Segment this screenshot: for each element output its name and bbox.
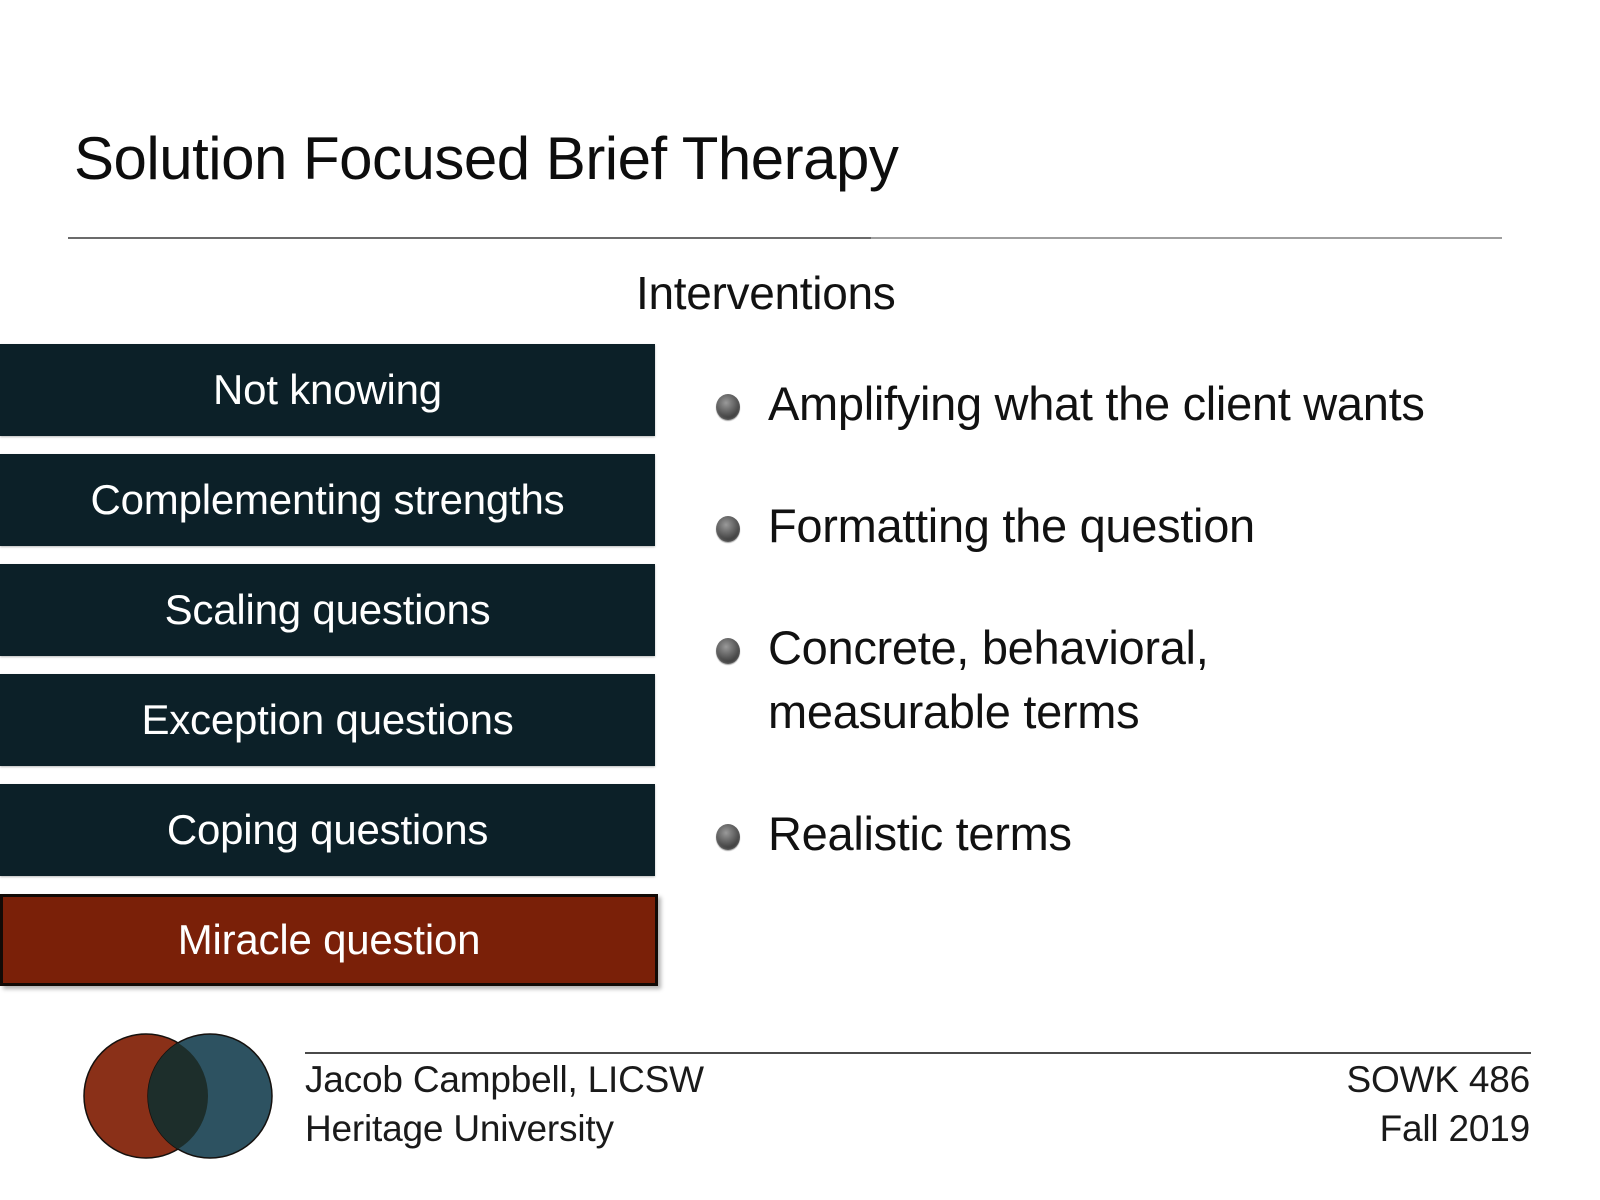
- bar-item-scaling-questions[interactable]: Scaling questions: [0, 564, 655, 656]
- footer-course: SOWK 486: [1346, 1059, 1531, 1100]
- bar-label: Scaling questions: [164, 586, 491, 633]
- section-heading: Interventions: [636, 267, 896, 319]
- bar-label: Miracle question: [177, 916, 481, 963]
- footer-term: Fall 2019: [1379, 1108, 1531, 1150]
- list-item-text: Formatting the question: [768, 498, 1255, 552]
- bar-item-exception-questions[interactable]: Exception questions: [0, 674, 655, 766]
- list-item: Formatting the question: [716, 494, 1506, 558]
- footer-presenter-block: Jacob Campbell, LICSW Heritage Universit…: [305, 1055, 704, 1153]
- footer-presenter: Jacob Campbell, LICSW: [305, 1059, 704, 1100]
- bar-label: Not knowing: [213, 366, 442, 413]
- list-item: Amplifying what the client wants: [716, 372, 1506, 436]
- list-item: Realistic terms: [716, 802, 1506, 866]
- list-item-text: Amplifying what the client wants: [768, 377, 1425, 430]
- page-title: Solution Focused Brief Therapy: [74, 125, 899, 192]
- list-item-text: Realistic terms: [768, 806, 1072, 860]
- sphere-bullet-icon: [716, 394, 740, 420]
- bar-label: Coping questions: [166, 806, 489, 853]
- intervention-bar-stack: Not knowing Complementing strengths Scal…: [0, 344, 660, 1004]
- bar-item-coping-questions[interactable]: Coping questions: [0, 784, 655, 876]
- bar-item-not-knowing[interactable]: Not knowing: [0, 344, 655, 436]
- footer-course-block: SOWK 486 Fall 2019: [1346, 1055, 1531, 1153]
- sphere-bullet-icon: [716, 515, 740, 542]
- sphere-bullet-icon: [716, 637, 740, 664]
- sphere-bullet-icon: [716, 823, 740, 850]
- footer-institution: Heritage University: [305, 1108, 614, 1150]
- list-item-text: Concrete, behavioral, measurable terms: [768, 620, 1209, 738]
- title-divider: [68, 237, 1502, 239]
- footer-divider: [305, 1052, 1531, 1054]
- intervention-bullet-list: Amplifying what the client wants Formatt…: [716, 372, 1506, 924]
- heritage-venn-logo: [74, 1032, 284, 1160]
- bar-item-miracle-question[interactable]: Miracle question: [0, 894, 658, 986]
- list-item: Concrete, behavioral, measurable terms: [716, 616, 1506, 744]
- bar-label: Exception questions: [141, 696, 514, 743]
- bar-item-complementing-strengths[interactable]: Complementing strengths: [0, 454, 655, 546]
- bar-label: Complementing strengths: [90, 476, 565, 523]
